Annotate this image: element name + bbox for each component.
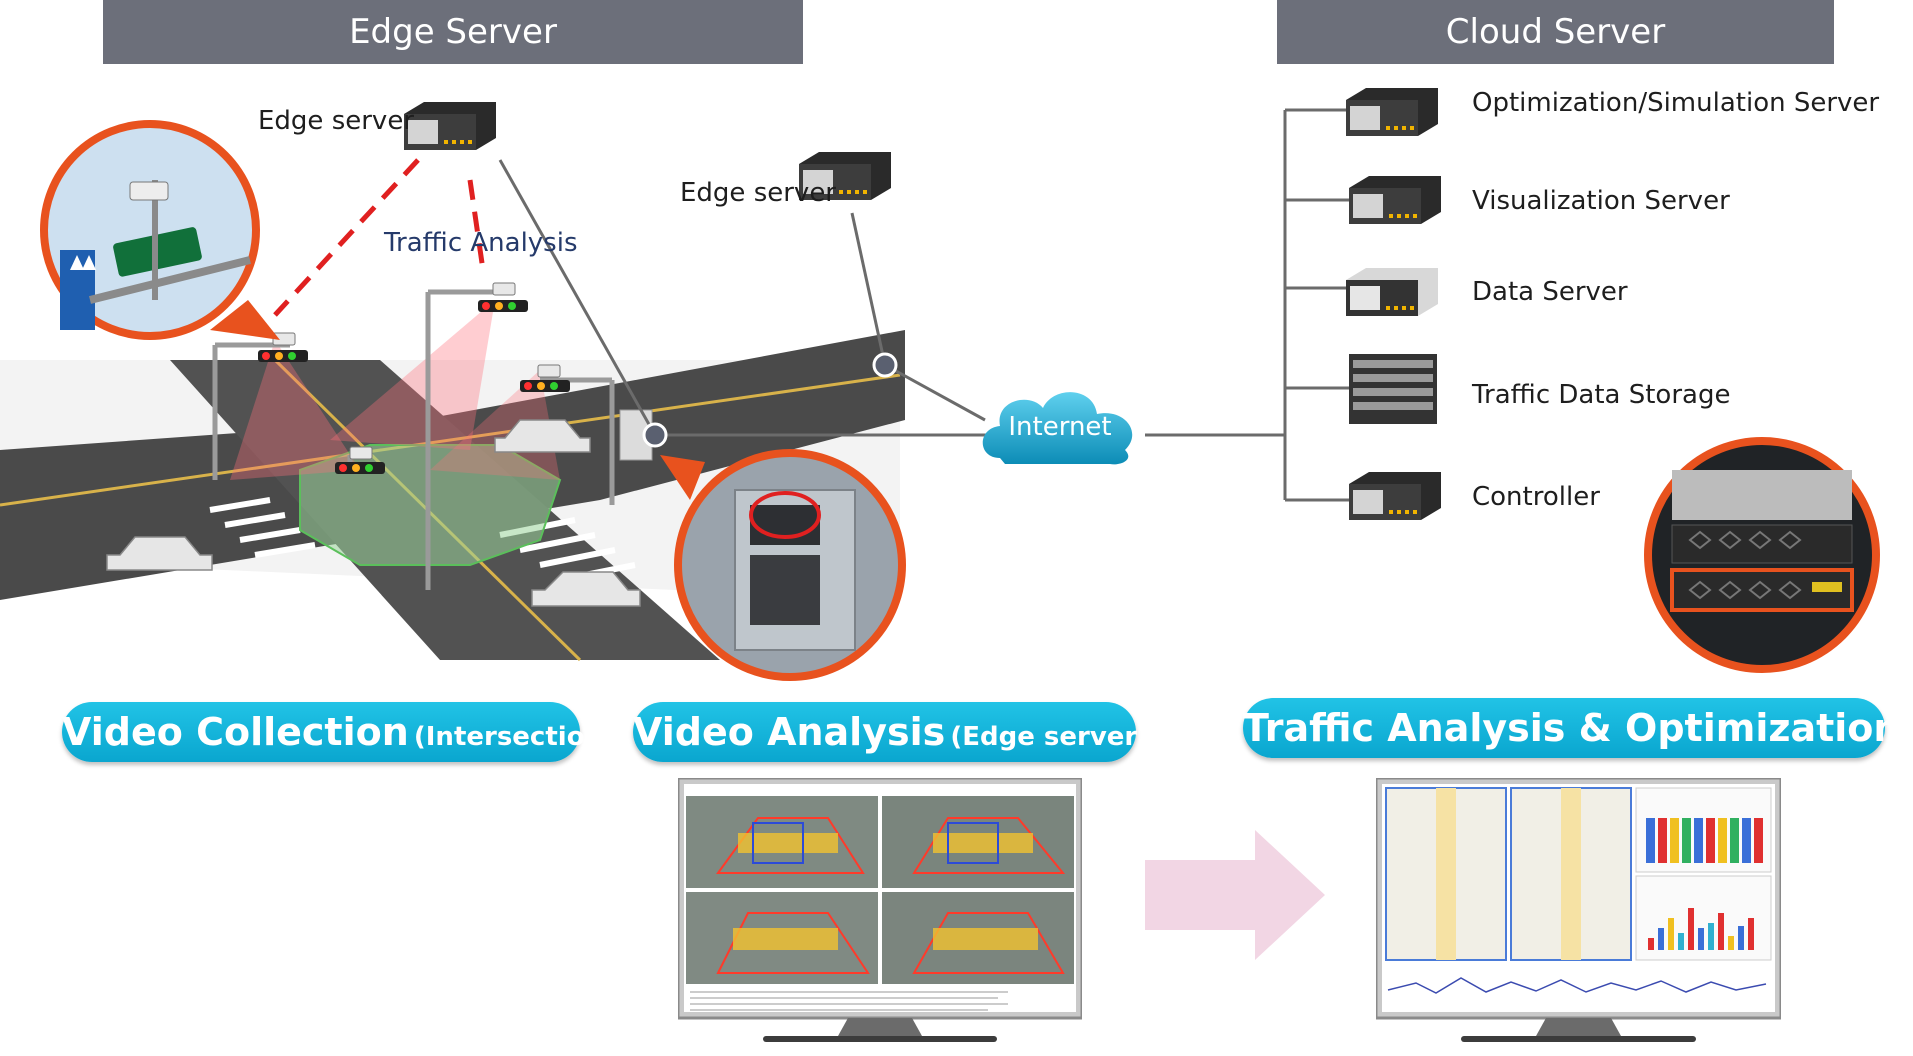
rack-zoom-callout (1644, 437, 1880, 673)
cabinet-zoom-callout (660, 449, 906, 681)
car-icon (106, 419, 641, 607)
video-analysis-title: Video Analysis (633, 710, 946, 754)
video-collection-pill: Video Collection (Intersection) (62, 702, 615, 762)
cloud-server-label-3: Data Server (1472, 277, 1628, 307)
traffic-optimization-pill: Traffic Analysis & Optimization (1243, 698, 1900, 758)
video-collection-subtitle: (Intersection) (413, 722, 615, 752)
cloud-server-label-5: Controller (1472, 482, 1600, 512)
server-icon (1342, 86, 1438, 138)
server-icon (1345, 350, 1441, 428)
traffic-optimization-title: Traffic Analysis & Optimization (1243, 706, 1901, 750)
server-icon (1342, 266, 1438, 318)
monitor-icon (1376, 778, 1781, 1042)
server-icon (1345, 174, 1441, 226)
cloud-server-header: Cloud Server (1277, 0, 1834, 64)
edge-server-header: Edge Server (103, 0, 803, 64)
monitor-icon (678, 778, 1082, 1042)
cloud-server-label-4: Traffic Data Storage (1472, 380, 1731, 410)
cloud-server-label-2: Visualization Server (1472, 186, 1730, 216)
traffic-dashboard-monitor (1376, 778, 1781, 1050)
camera-icon (272, 282, 561, 460)
edge-server-label-2: Edge server (680, 178, 836, 208)
cloud-icon (982, 392, 1133, 465)
cloud-server-label-1: Optimization/Simulation Server (1472, 88, 1880, 118)
video-analysis-pill: Video Analysis (Edge server) (633, 702, 1149, 762)
intersection-scene (0, 282, 905, 662)
server-icon (1345, 470, 1441, 522)
internet-cloud: Internet (975, 378, 1145, 468)
camera-zoom-callout (40, 120, 280, 340)
internet-label: Internet (1008, 412, 1112, 442)
video-collection-title: Video Collection (62, 710, 409, 754)
server-icon (795, 150, 891, 202)
video-analysis-monitor (678, 778, 1082, 1050)
video-analysis-subtitle: (Edge server) (950, 722, 1150, 752)
traffic-analysis-label: Traffic Analysis (384, 228, 578, 258)
arrow-right-icon (1145, 830, 1325, 960)
edge-server-label-1: Edge server (258, 106, 414, 136)
server-icon (400, 100, 496, 152)
traffic-light-icon (258, 300, 570, 474)
